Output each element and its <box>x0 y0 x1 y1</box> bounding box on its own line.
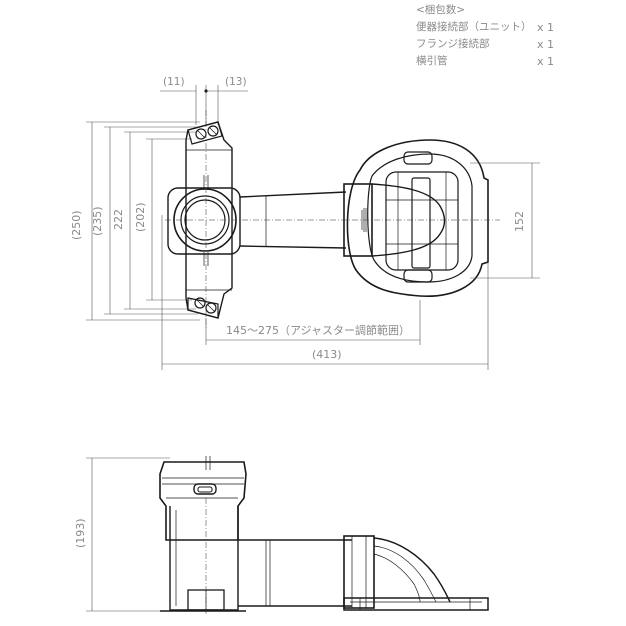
dim-152-label: 152 <box>513 211 526 232</box>
side-view: (193) <box>74 456 489 616</box>
flange-unit-side <box>159 456 247 616</box>
dim-adjust-range-label: 145～275（アジャスター調節範囲） <box>226 323 410 337</box>
dim-413: (413) <box>161 215 489 370</box>
dim-152: 152 <box>470 162 540 279</box>
dim-adjust-range: 145～275（アジャスター調節範囲） <box>205 300 421 345</box>
dim-250-label: (250) <box>70 210 83 240</box>
dim-11-13: (11) (13) <box>160 76 248 125</box>
package-item-toilet-connector: 便器接続部（ユニット） <box>416 21 532 33</box>
dim-235-label: (235) <box>91 206 104 236</box>
flange-unit-plan <box>167 121 241 319</box>
dim-193: (193) <box>74 457 170 612</box>
dim-vertical-left: (250) (235) 222 (202) <box>70 121 200 321</box>
horizontal-pipe-plan <box>239 191 347 249</box>
package-item-flange-connector-qty: x 1 <box>537 38 555 51</box>
dim-11-label: (11) <box>163 76 185 88</box>
plan-view: (11) (13) (250) (235) 222 (202) <box>70 76 540 370</box>
dim-222-label: 222 <box>112 209 125 230</box>
package-item-toilet-connector-qty: x 1 <box>537 21 555 34</box>
toilet-connector-side <box>343 535 489 611</box>
dim-13-label: (13) <box>225 76 247 88</box>
package-item-horizontal-pipe-qty: x 1 <box>537 55 555 68</box>
toilet-connector-plan <box>343 139 489 297</box>
package-item-horizontal-pipe: 横引管 <box>416 55 448 67</box>
dim-193-label: (193) <box>74 518 87 548</box>
horizontal-pipe-side <box>237 524 352 607</box>
dim-202-label: (202) <box>134 202 147 232</box>
package-count-heading: <梱包数> <box>416 4 466 16</box>
dim-413-label: (413) <box>312 348 342 361</box>
package-item-flange-connector: フランジ接続部 <box>416 38 490 50</box>
